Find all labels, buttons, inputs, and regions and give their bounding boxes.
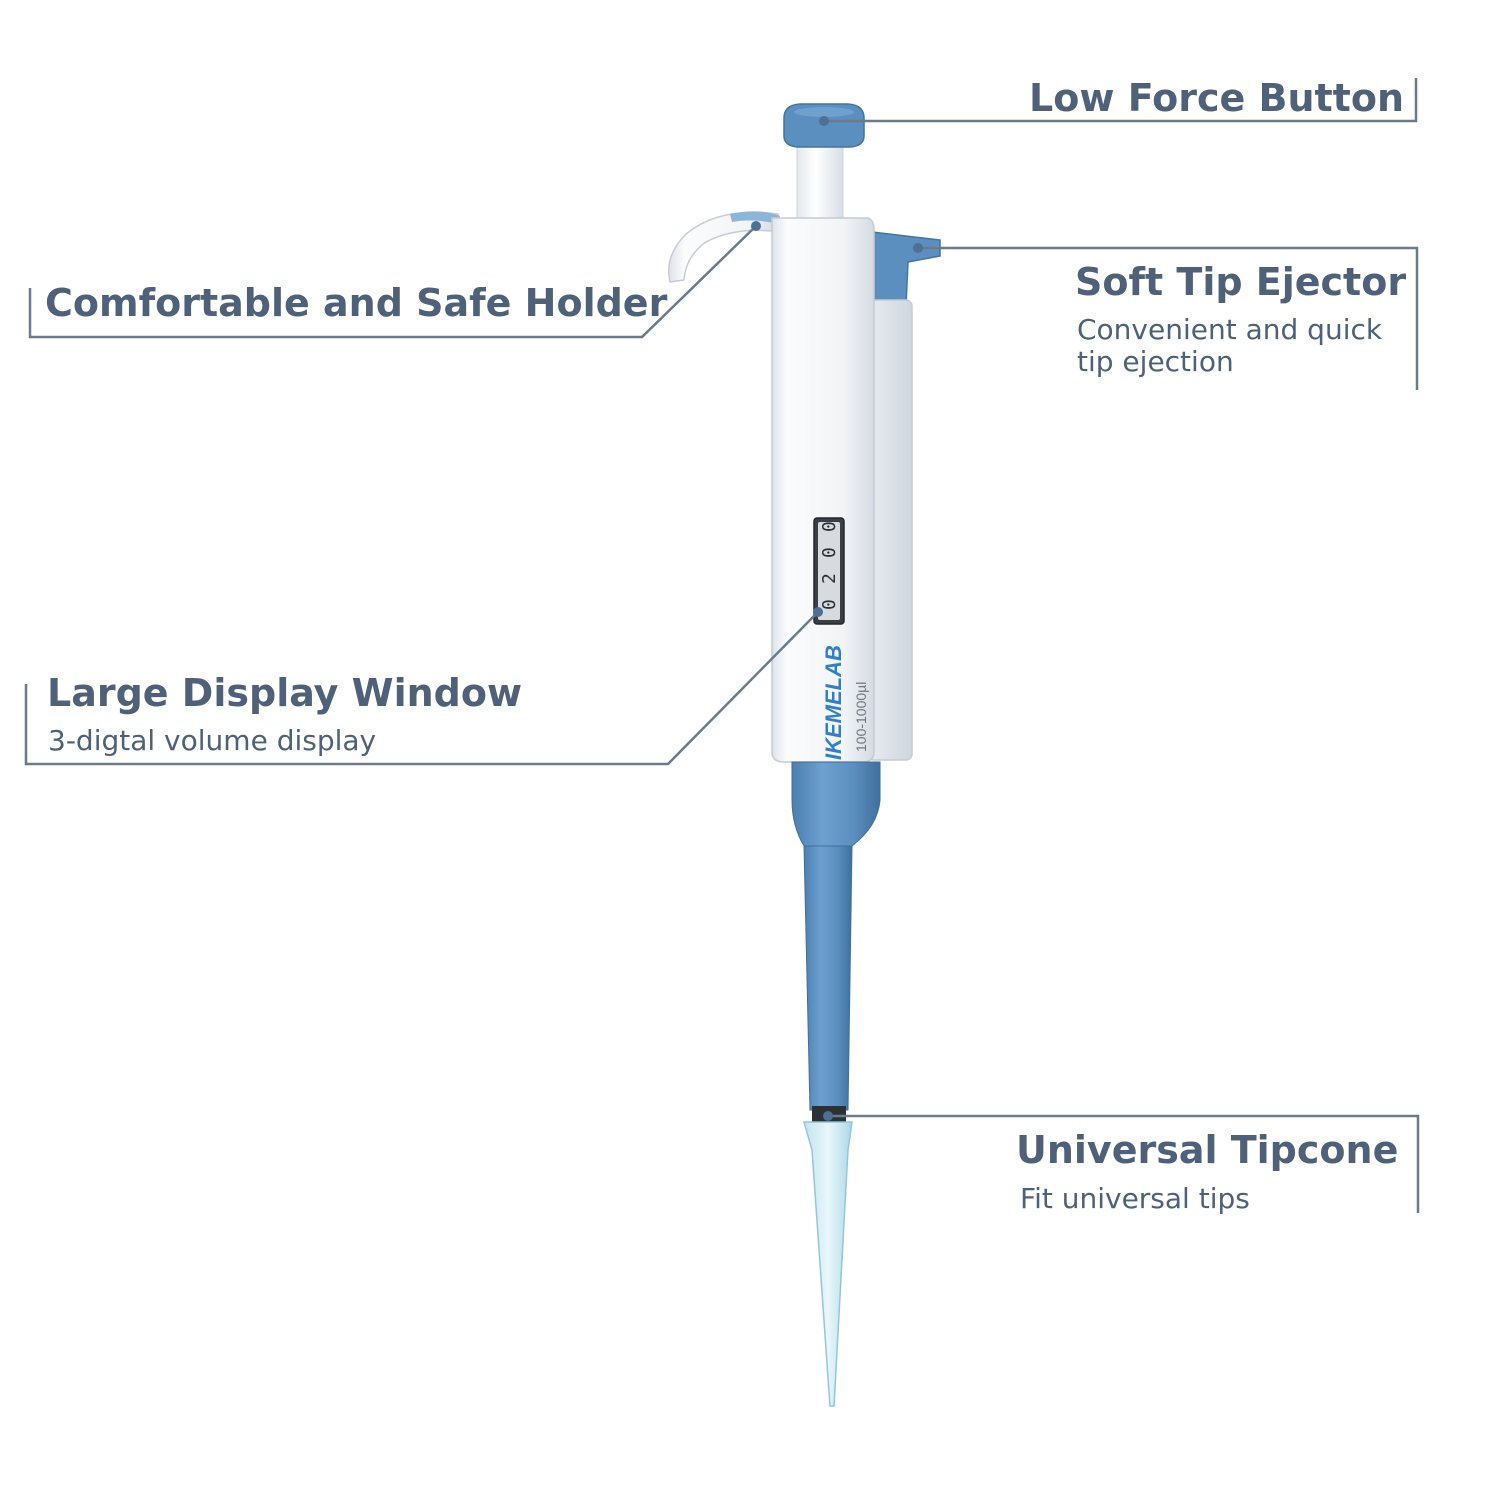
- callout-subtitle-tipcone: Fit universal tips: [1020, 1182, 1250, 1215]
- volume-range-label: 100-1000µl: [853, 682, 869, 752]
- callout-title-holder: Comfortable and Safe Holder: [45, 281, 668, 325]
- callout-title-tip-ejector: Soft Tip Ejector: [1075, 260, 1407, 304]
- callout-subtitle-tip-ejector-line2: tip ejection: [1077, 345, 1234, 378]
- callout-title-display-window: Large Display Window: [47, 671, 523, 715]
- callout-subtitle-tip-ejector-line1: Convenient and quick: [1077, 313, 1383, 346]
- callout-title-low-force-button: Low Force Button: [1029, 76, 1404, 120]
- callout-title-tipcone: Universal Tipcone: [1016, 1128, 1399, 1172]
- callout-line-tipcone: [828, 1114, 1420, 1213]
- brand-logo: IKEMELAB: [821, 645, 846, 760]
- display-glass: [818, 522, 840, 620]
- button-highlight: [794, 107, 854, 117]
- shaft-lower: [803, 845, 853, 1111]
- display-digit: 0: [819, 547, 840, 558]
- display-digits: 0 2 0 0: [819, 521, 840, 610]
- holder-blue-strip: [730, 211, 780, 224]
- pipette-body: [771, 217, 875, 763]
- tip-ejector-button[interactable]: [871, 231, 941, 307]
- callout-line-button: [824, 78, 1418, 123]
- display-digit: 0: [819, 599, 840, 610]
- display-digit: 2: [819, 573, 840, 584]
- callout-dots: [751, 116, 923, 1121]
- callout-line-display: [24, 611, 819, 766]
- callout-lines: [24, 78, 1420, 1213]
- display-digit: 0: [819, 521, 840, 532]
- shaft-upper: [791, 761, 881, 849]
- callout-subtitle-display-window: 3-digtal volume display: [48, 724, 377, 757]
- pipette-tip: [803, 1121, 853, 1407]
- callout-line-holder: [28, 225, 757, 339]
- finger-holder: [668, 211, 781, 283]
- callout-line-ejector: [918, 246, 1419, 390]
